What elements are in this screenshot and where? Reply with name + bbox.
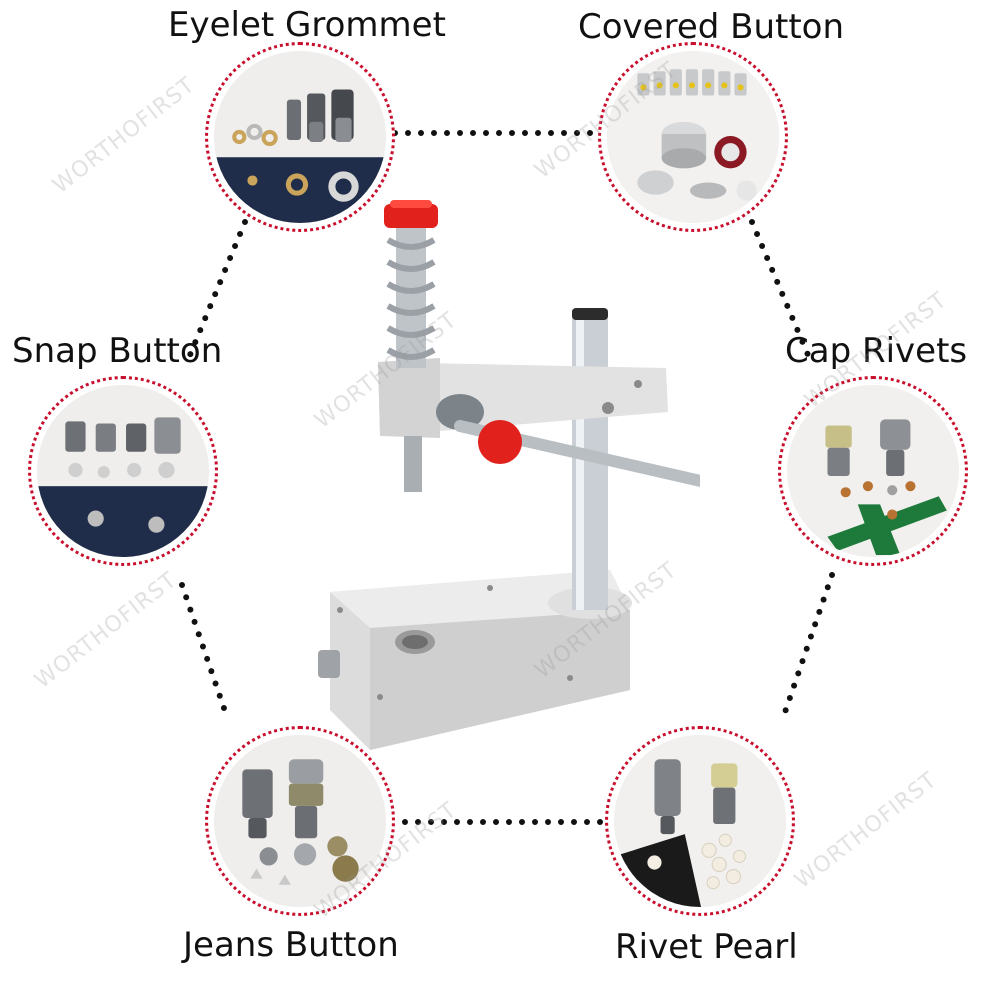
snap-button-circle [28,376,218,566]
jeans-button-circle [205,726,395,916]
rivet-pearl-dies-icon [614,735,786,907]
watermark-text: WORTHOFIRST [48,72,200,199]
label-snap-button: Snap Button [12,331,223,371]
label-rivet-pearl: Rivet Pearl [615,927,798,967]
rivet-pearl-circle [605,726,795,916]
covered-button-dies-icon [607,51,779,223]
label-cap-rivets: Cap Rivets [785,331,968,371]
hand-press-machine [300,190,774,760]
label-jeans-button: Jeans Button [183,925,399,965]
label-covered-button: Covered Button [578,7,845,47]
eyelet-grommet-circle [205,42,395,232]
cap-rivet-dies-icon [787,385,959,557]
label-eyelet-grommet: Eyelet Grommet [168,5,446,45]
covered-button-circle [598,42,788,232]
snap-button-dies-icon [37,385,209,557]
cap-rivets-circle [778,376,968,566]
jeans-button-dies-icon [214,735,386,907]
watermark-text: WORTHOFIRST [790,767,942,894]
watermark-text: WORTHOFIRST [30,567,182,694]
hand-press-machine-icon [318,200,774,750]
